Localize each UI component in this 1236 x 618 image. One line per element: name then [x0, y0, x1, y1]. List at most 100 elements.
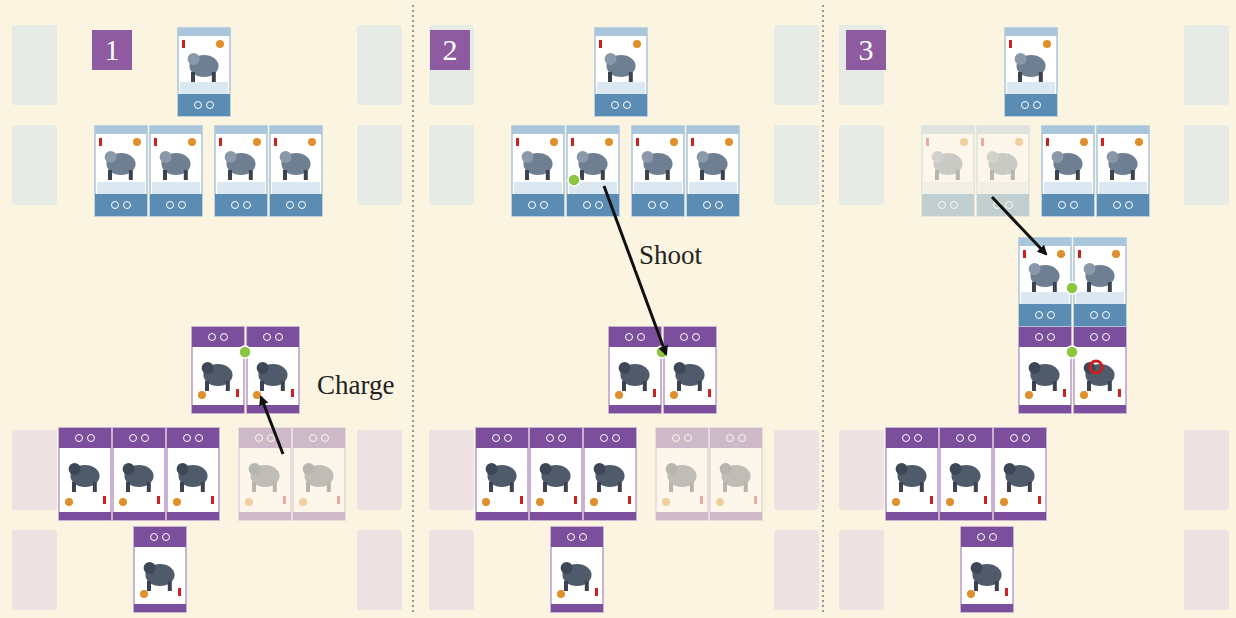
card-header [551, 527, 603, 547]
game-card [192, 327, 244, 413]
card-frame [530, 428, 582, 520]
card-header [215, 126, 267, 134]
card-stat [628, 496, 631, 504]
card-frame [215, 126, 267, 216]
faded-tile [357, 430, 402, 510]
card-header [1074, 238, 1126, 246]
creature-figure [1018, 72, 1022, 82]
creature-figure [619, 362, 631, 374]
game-card [687, 126, 739, 216]
card-stat [520, 496, 523, 504]
creature-figure [974, 482, 978, 492]
creature-figure [677, 381, 681, 391]
panel-number: 3 [846, 30, 886, 70]
creature-figure [720, 463, 732, 475]
card-icon [612, 102, 619, 109]
card-header [940, 428, 992, 448]
creature-figure [225, 151, 237, 163]
card-stat [291, 389, 294, 397]
card-header [710, 428, 762, 448]
card-stat [691, 138, 694, 146]
card-footer [293, 512, 345, 520]
card-stat [595, 588, 598, 596]
card-icon [704, 202, 711, 209]
creature-figure [1029, 263, 1041, 275]
card-stat [157, 496, 160, 504]
card-header [961, 527, 1013, 547]
card-icon [207, 102, 214, 109]
card-stat [253, 138, 261, 146]
card-frame [247, 327, 299, 413]
card-stat [653, 389, 656, 397]
card-frame [59, 428, 111, 520]
card-stat [599, 40, 602, 48]
card-frame [710, 428, 762, 520]
creature-figure [605, 53, 617, 65]
card-footer [922, 194, 974, 216]
creature-figure [1055, 170, 1059, 180]
faded-tile [357, 25, 402, 105]
card-icon [268, 435, 275, 442]
creature-figure [1011, 170, 1015, 180]
card-icon [969, 435, 976, 442]
creature-figure [252, 482, 256, 492]
creature-figure [618, 482, 622, 492]
card-header [567, 126, 619, 134]
creature-figure [280, 151, 292, 163]
game-card [134, 527, 186, 612]
game-card [476, 428, 528, 520]
card-stat [1112, 250, 1120, 258]
card-stat [550, 138, 558, 146]
game-card [632, 126, 684, 216]
creature-figure [896, 463, 908, 475]
card-stat [211, 496, 214, 504]
card-footer [192, 405, 244, 413]
creature-figure [1004, 463, 1016, 475]
card-stat [274, 138, 277, 146]
card-footer [1042, 194, 1094, 216]
game-card [239, 428, 291, 520]
faded-tile [1184, 125, 1229, 205]
creature-figure [1087, 381, 1091, 391]
creature-figure [510, 482, 514, 492]
faded-tile [1184, 25, 1229, 105]
card-icon [1126, 202, 1133, 209]
card-icon [1048, 334, 1055, 341]
card-footer [239, 512, 291, 520]
creature-figure [273, 482, 277, 492]
card-band [1021, 292, 1069, 304]
creature-figure [147, 482, 151, 492]
card-header [687, 126, 739, 134]
faded-tile [429, 125, 474, 205]
card-icon [221, 334, 228, 341]
creature-figure [642, 151, 654, 163]
card-stat [1118, 389, 1121, 397]
creature-figure [629, 72, 633, 82]
faded-tile [774, 25, 819, 105]
card-band [1076, 292, 1124, 304]
card-frame [609, 327, 661, 413]
card-icon [685, 435, 692, 442]
card-header [192, 327, 244, 347]
card-icon [179, 202, 186, 209]
creature-figure [1087, 282, 1091, 292]
game-card [1042, 126, 1094, 216]
creature-figure [546, 170, 550, 180]
card-icon [693, 334, 700, 341]
game-card [512, 126, 564, 216]
game-card [710, 428, 762, 520]
card-header [1074, 327, 1126, 347]
card-header [1019, 238, 1071, 246]
faded-tile [357, 125, 402, 205]
card-header [595, 28, 647, 36]
card-frame [977, 126, 1029, 216]
creature-figure [608, 72, 612, 82]
card-header [167, 428, 219, 448]
card-frame [95, 126, 147, 216]
card-stat [1023, 250, 1026, 258]
card-icon [1103, 334, 1110, 341]
creature-figure [1052, 151, 1064, 163]
card-stat [216, 40, 224, 48]
creature-figure [1131, 170, 1135, 180]
